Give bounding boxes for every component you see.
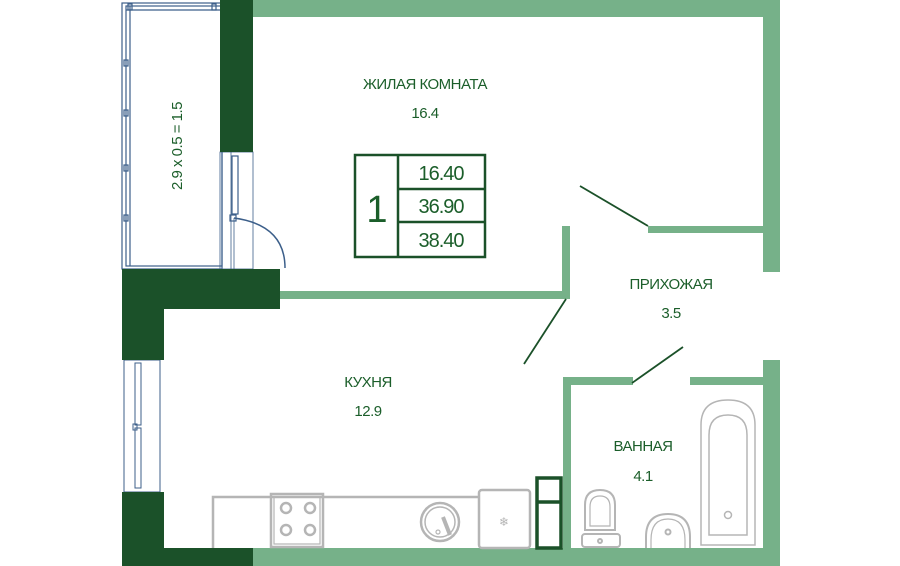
kitchen-window xyxy=(123,359,161,493)
bathtub-icon xyxy=(700,399,756,546)
living-area-value: 16.40 xyxy=(418,163,464,185)
room-area-hall: 3.5 xyxy=(661,305,681,322)
balcony-label: 2.9 x 0.5 = 1.5 xyxy=(169,102,186,190)
total-area-with-balcony-value: 38.40 xyxy=(418,230,464,252)
balcony-door xyxy=(219,151,286,270)
room-area-bath: 4.1 xyxy=(633,468,653,485)
toilet-icon xyxy=(581,488,621,548)
total-area-value: 36.90 xyxy=(418,196,464,218)
svg-text:❄: ❄ xyxy=(499,515,509,529)
rooms-count: 1 xyxy=(366,189,387,231)
washbasin-icon xyxy=(645,512,691,548)
door-lines xyxy=(523,185,684,384)
stove-icon xyxy=(269,492,325,549)
sink-icon xyxy=(419,501,461,543)
room-area-kitchen: 12.9 xyxy=(354,403,381,420)
room-name-hall: ПРИХОЖАЯ xyxy=(629,276,712,293)
room-name-bath: ВАННАЯ xyxy=(613,438,672,455)
walls-light xyxy=(252,0,780,566)
shaft xyxy=(535,476,563,550)
room-area-living: 16.4 xyxy=(411,105,438,122)
kitchen-counter xyxy=(211,495,480,548)
fridge-icon: ❄ xyxy=(477,488,532,550)
room-name-kitchen: КУХНЯ xyxy=(344,374,392,391)
room-name-living: ЖИЛАЯ КОМНАТА xyxy=(363,76,488,93)
walls-dark xyxy=(122,0,280,566)
area-summary-table xyxy=(353,153,487,259)
